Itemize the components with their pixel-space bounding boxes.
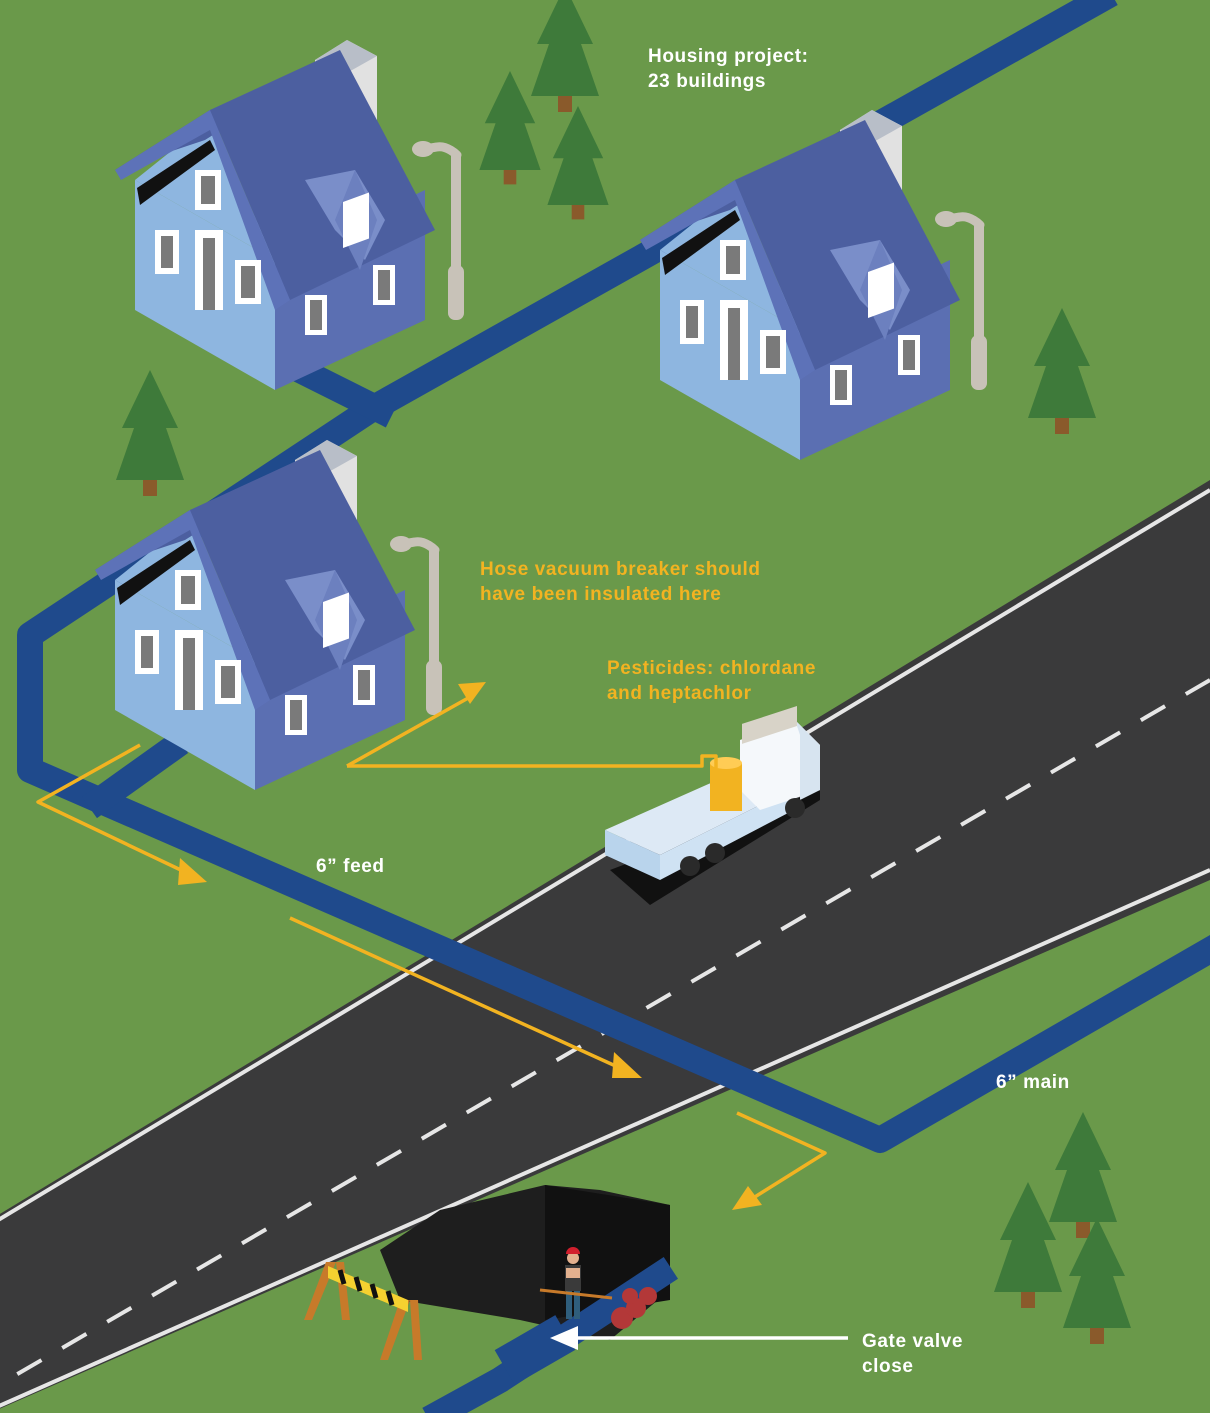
gate-valve-line-2: close [862,1354,963,1379]
gate-valve-line-1: Gate valve [862,1329,963,1354]
hose-vacuum-line-1: Hose vacuum breaker should [480,557,761,582]
pesticides-line-1: Pesticides: chlordane [607,656,816,681]
housing-project-line-1: Housing project: [648,44,809,69]
hose-vacuum-line-2: have been insulated here [480,582,761,607]
feed-label: 6” feed [316,854,385,879]
housing-project-line-2: 23 buildings [648,69,809,94]
hose-vacuum-label: Hose vacuum breaker should have been ins… [480,557,761,607]
housing-project-label: Housing project: 23 buildings [648,44,809,94]
pesticides-line-2: and heptachlor [607,681,816,706]
pesticides-label: Pesticides: chlordane and heptachlor [607,656,816,706]
main-label: 6” main [996,1070,1070,1095]
gate-valve-label: Gate valve close [862,1329,963,1379]
